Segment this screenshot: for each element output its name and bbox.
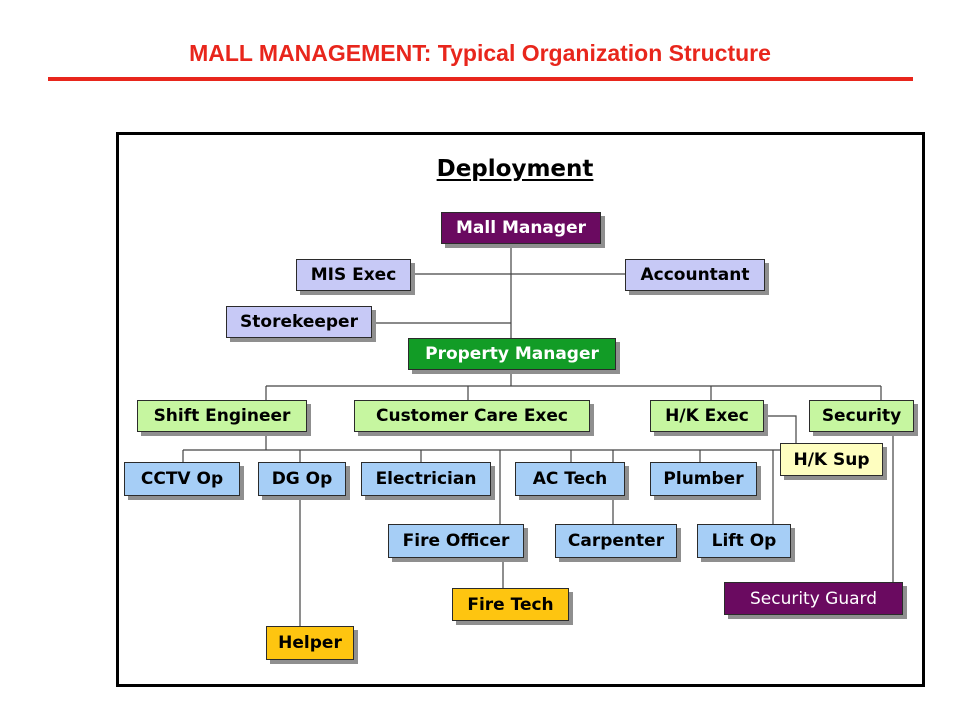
node-hk-exec: H/K Exec	[650, 400, 764, 432]
node-carpenter: Carpenter	[555, 524, 677, 558]
node-helper: Helper	[266, 626, 354, 660]
node-hk-sup: H/K Sup	[780, 443, 883, 476]
node-cctv-op: CCTV Op	[124, 462, 240, 496]
node-mall-manager: Mall Manager	[441, 212, 601, 244]
diagram-heading: Deployment	[436, 156, 594, 182]
node-property-manager: Property Manager	[408, 338, 616, 370]
node-security: Security	[809, 400, 914, 432]
node-accountant: Accountant	[625, 259, 765, 291]
node-ac-tech: AC Tech	[515, 462, 625, 496]
node-dg-op: DG Op	[258, 462, 346, 496]
node-fire-officer: Fire Officer	[388, 524, 524, 558]
connector-segment	[764, 415, 797, 443]
diagram-frame	[116, 132, 925, 687]
connector-branch-hk-sup	[764, 415, 797, 443]
connector-branch-property-to-departments	[265, 370, 882, 400]
node-shift-engineer: Shift Engineer	[137, 400, 307, 432]
node-plumber: Plumber	[650, 462, 757, 496]
node-security-guard: Security Guard	[724, 582, 903, 615]
node-mis-exec: MIS Exec	[296, 259, 411, 291]
node-storekeeper: Storekeeper	[226, 306, 372, 338]
title-underline	[48, 77, 913, 81]
node-electrician: Electrician	[361, 462, 491, 496]
slide-title: MALL MANAGEMENT: Typical Organization St…	[189, 40, 771, 66]
node-lift-op: Lift Op	[697, 524, 791, 558]
node-customer-care-exec: Customer Care Exec	[354, 400, 590, 432]
node-fire-tech: Fire Tech	[452, 588, 569, 621]
